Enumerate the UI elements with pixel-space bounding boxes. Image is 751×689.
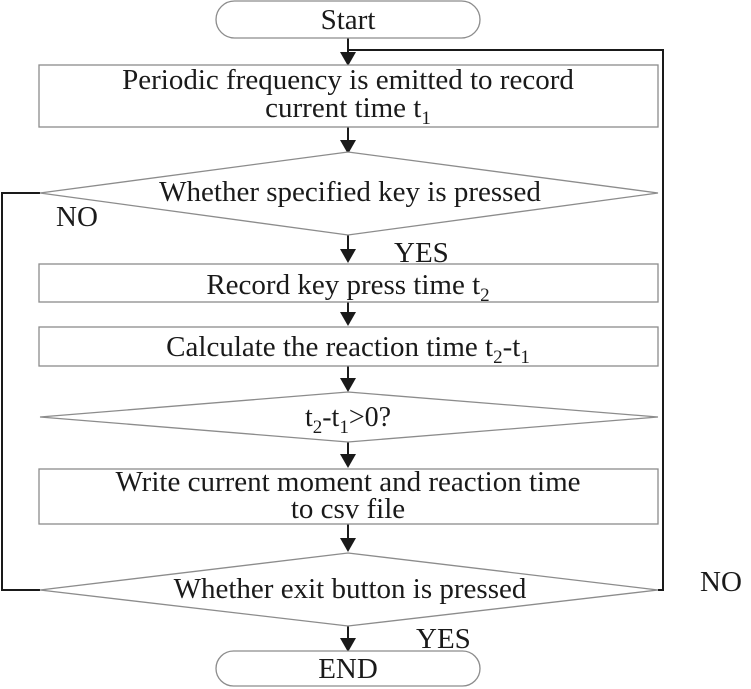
connector-decision3-no-loop bbox=[348, 49, 664, 591]
step2-main: Record key press time t bbox=[206, 269, 480, 301]
arrowhead bbox=[340, 378, 356, 392]
arrowhead bbox=[340, 312, 356, 326]
connector-decision1-no-loop bbox=[1, 192, 40, 591]
step3-subscript-b: 1 bbox=[520, 347, 530, 368]
decision2-subscript-a: 2 bbox=[313, 417, 323, 438]
step3-text: Calculate the reaction time t2-t1 bbox=[166, 331, 530, 368]
arrowhead bbox=[340, 249, 356, 263]
step4-text-line1: Write current moment and reaction time bbox=[115, 466, 580, 498]
step2-text: Record key press time t2 bbox=[206, 269, 489, 306]
decision2-subscript-b: 1 bbox=[339, 417, 349, 438]
arrowhead bbox=[340, 538, 356, 552]
step1-line1: Periodic frequency is emitted to record bbox=[122, 64, 574, 96]
arrowhead bbox=[340, 52, 356, 66]
decision3-no-label: NO bbox=[700, 566, 742, 598]
start-terminal bbox=[215, 0, 481, 39]
arrowhead bbox=[340, 638, 356, 652]
connectors bbox=[1, 38, 664, 652]
step-calculate-reaction-time bbox=[38, 326, 659, 367]
step1-line2-subscript: 1 bbox=[421, 108, 431, 129]
step4-text-line2: to csv file bbox=[291, 493, 405, 525]
step2-subscript: 2 bbox=[480, 285, 490, 306]
step-record-key-press-time bbox=[38, 263, 659, 303]
decision-key-pressed bbox=[39, 151, 659, 236]
decision2-tail: >0? bbox=[349, 402, 391, 433]
step3-minus-t: -t bbox=[503, 331, 521, 363]
decision3-yes-label: YES bbox=[416, 623, 471, 655]
decision-exit-pressed bbox=[39, 552, 659, 627]
decision2-text: t2-t1>0? bbox=[305, 402, 391, 438]
step1-text-line1: Periodic frequency is emitted to record bbox=[122, 64, 574, 96]
arrowhead bbox=[340, 454, 356, 468]
end-label: END bbox=[318, 653, 378, 685]
decision-positive-check bbox=[39, 391, 659, 443]
step-write-csv bbox=[38, 468, 659, 525]
decision1-yes-label: YES bbox=[394, 237, 449, 269]
step-record-current-time bbox=[38, 64, 659, 128]
step3-main: Calculate the reaction time t bbox=[166, 331, 493, 363]
decision1-no-label: NO bbox=[56, 201, 98, 233]
decision1-text: Whether specified key is pressed bbox=[159, 176, 541, 208]
end-terminal bbox=[215, 650, 481, 687]
decision2-t: t bbox=[305, 402, 313, 433]
step1-line2: current time t bbox=[265, 92, 421, 124]
decision2-minus-t: -t bbox=[322, 402, 339, 433]
step1-text-line2: current time t1 bbox=[265, 92, 431, 129]
decision3-text: Whether exit button is pressed bbox=[174, 573, 527, 605]
start-label: Start bbox=[321, 4, 376, 36]
step3-subscript-a: 2 bbox=[493, 347, 503, 368]
arrowhead bbox=[340, 140, 356, 154]
